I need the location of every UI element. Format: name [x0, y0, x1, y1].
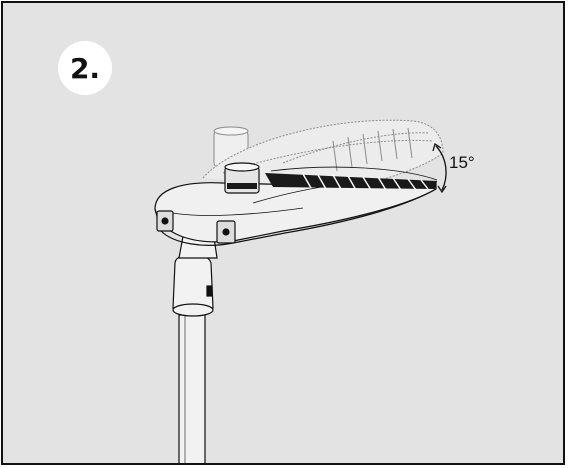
streetlight-illustration — [154, 119, 447, 463]
step-number-badge: 2. — [58, 41, 112, 95]
luminaire-body — [154, 162, 438, 246]
tilted-luminaire-outline — [202, 119, 444, 190]
tilt-angle-label: 15° — [449, 153, 475, 172]
curved-double-arrow-icon — [432, 142, 447, 194]
pole — [172, 224, 218, 463]
